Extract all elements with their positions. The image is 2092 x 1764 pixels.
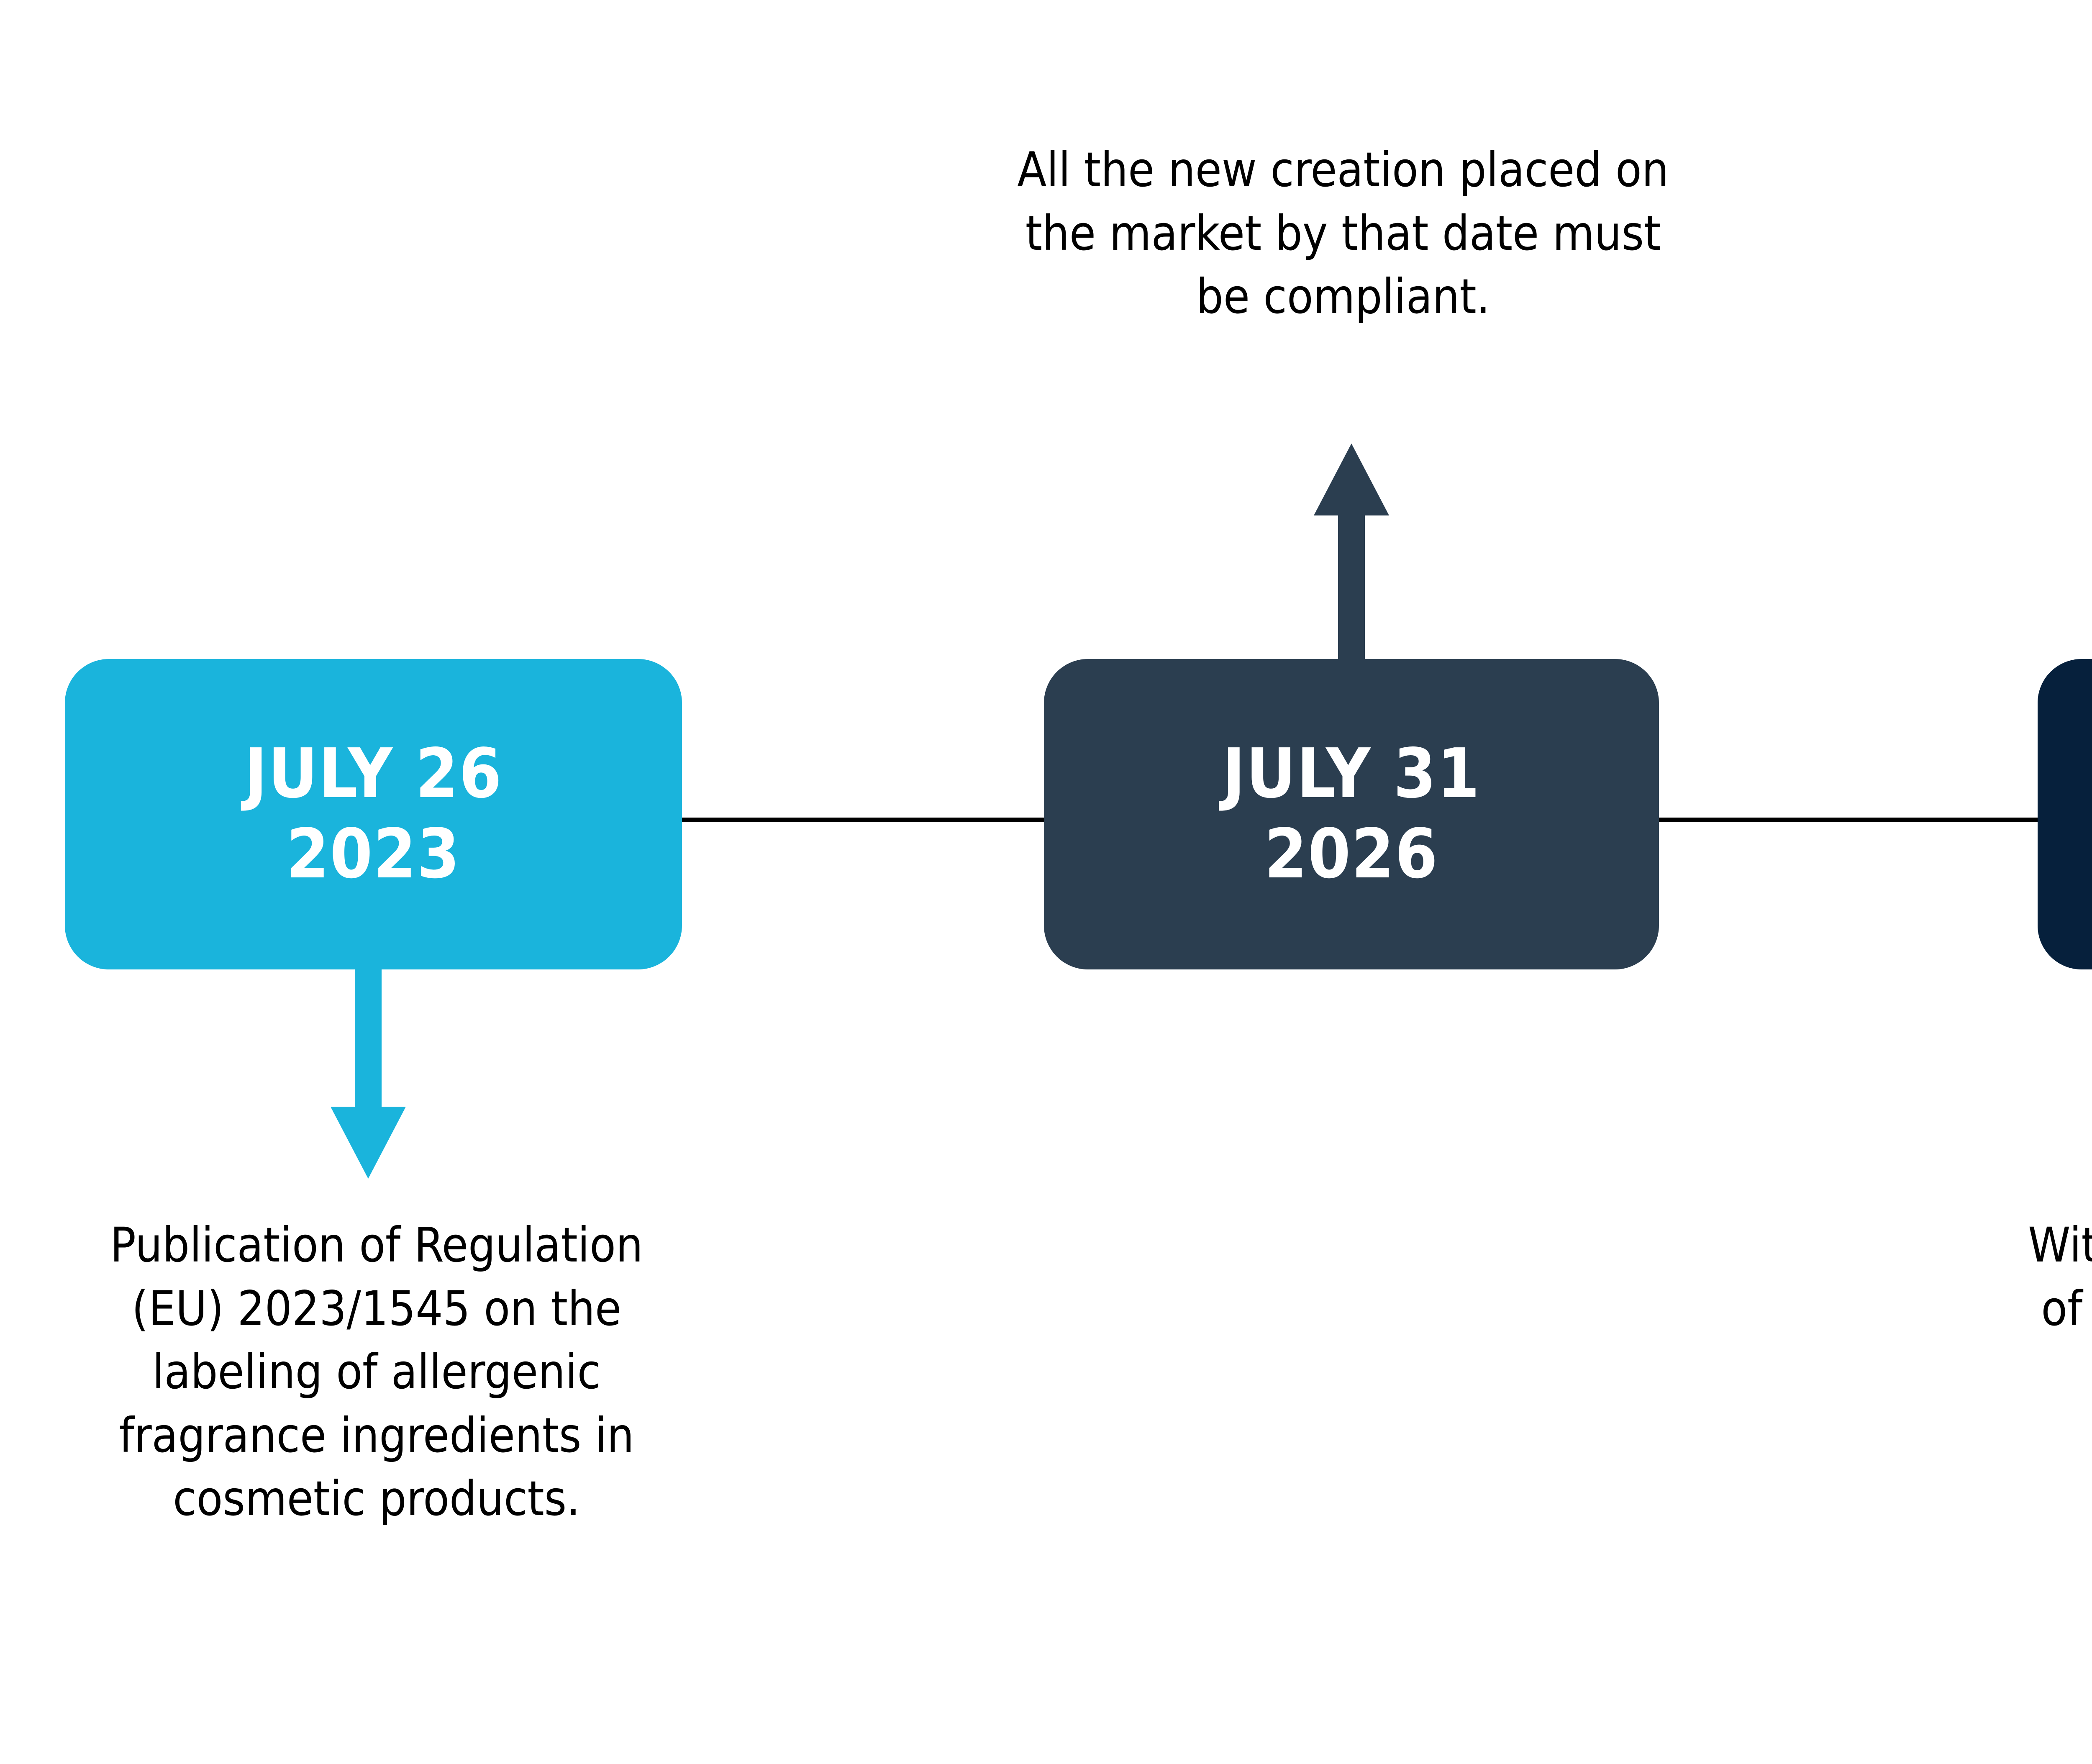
milestone-date-2023: JULY 26 2023 [244,734,502,895]
arrow-up-icon-2026 [1314,444,1389,665]
arrow-head-icon [331,1107,406,1179]
milestone-card-2023[interactable]: JULY 26 2023 [65,659,682,969]
caption-2026: All the new creation placed on the marke… [1017,142,1669,325]
milestone-date-2026: JULY 31 2026 [1223,734,1481,895]
milestone-date-line-1: JULY 26 [244,734,502,813]
connector-line-1 [678,818,1050,822]
milestone-card-2028[interactable]: JULY 31 2028 [2038,659,2092,969]
milestone-date-line-1: JULY 31 [1222,734,1481,813]
connector-line-2 [1655,818,2044,822]
caption-2023: Publication of Regulation (EU) 2023/1545… [110,1217,643,1527]
caption-2028: Withdrawal from the market of non-compli… [2028,1217,2092,1336]
milestone-date-line-2: 2026 [1264,815,1439,894]
arrow-down-icon-2023 [331,962,406,1180]
arrow-stem [355,962,382,1107]
milestone-date-line-2: 2023 [286,815,461,894]
arrow-head-icon [1314,444,1389,515]
milestone-card-2026[interactable]: JULY 31 2026 [1044,659,1659,969]
arrow-stem [1338,515,1365,664]
